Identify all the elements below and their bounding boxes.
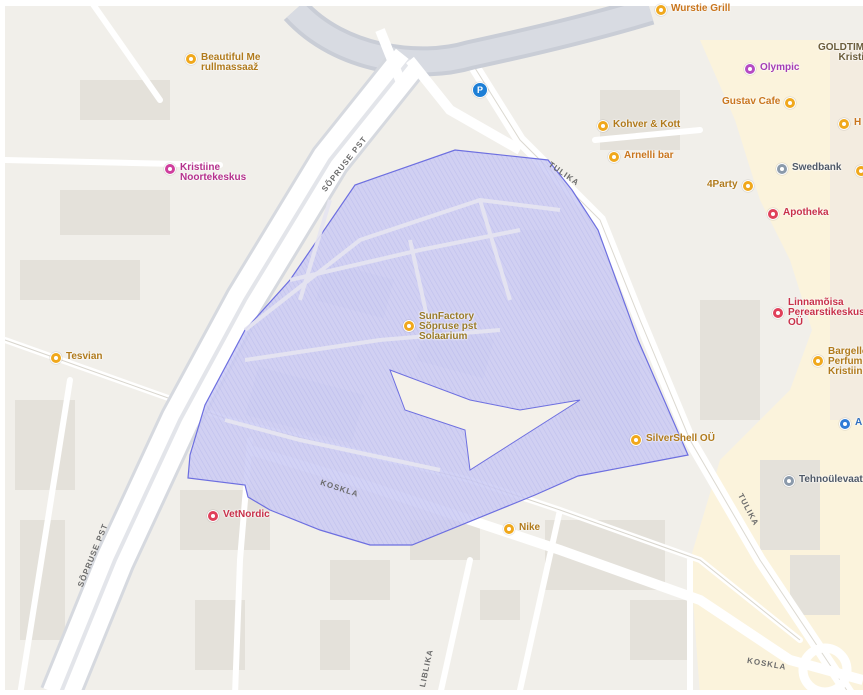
- poi-kohver-kott[interactable]: Kohver & Kott: [597, 120, 680, 132]
- poi-label: Bargello Perfume Kristiine: [828, 346, 863, 377]
- poi-label: 4Party: [707, 179, 738, 190]
- info-icon: [839, 418, 851, 430]
- bar-icon: [608, 151, 620, 163]
- poi-tehnoulevaatus[interactable]: Tehnoülevaatus: [783, 475, 863, 487]
- poi-label: Arnelli bar: [624, 150, 674, 161]
- poi-beautiful-me[interactable]: Beautiful Me rullmassaaž: [185, 53, 260, 73]
- parking-icon[interactable]: P: [472, 82, 488, 98]
- poi-4party[interactable]: 4Party: [707, 180, 754, 192]
- spa-icon: [185, 53, 197, 65]
- medical-icon: [772, 307, 784, 319]
- poi-linnamoisa[interactable]: Linnamõisa Perearstikeskus OÜ: [772, 298, 863, 328]
- bank-icon: [776, 163, 788, 175]
- casino-icon: [744, 63, 756, 75]
- poi-label: GOLDTIM Kristi: [818, 42, 863, 63]
- vet-icon: [207, 510, 219, 522]
- poi-tesvian[interactable]: Tesvian: [50, 352, 103, 364]
- left-frame: [0, 0, 5, 695]
- poi-label: Linnamõisa Perearstikeskus OÜ: [788, 297, 863, 328]
- poi-kristiine-noortekeskus[interactable]: Kristiine Noortekeskus: [164, 163, 246, 183]
- restaurant-icon: [655, 4, 667, 16]
- top-frame: [0, 0, 863, 6]
- poi-label: Wurstie Grill: [671, 3, 731, 14]
- poi-sunfactory[interactable]: SunFactory Sõpruse pst Solaarium: [403, 312, 477, 342]
- shop-icon: [812, 355, 824, 367]
- parking-label: P: [476, 85, 483, 95]
- poi-apotheka[interactable]: Apotheka: [767, 208, 829, 220]
- poi-label: VetNordic: [223, 509, 270, 520]
- pharmacy-icon: [767, 208, 779, 220]
- service-icon: [783, 475, 795, 487]
- shop-icon: [503, 523, 515, 535]
- shop-icon: [630, 434, 642, 446]
- cafe-icon: [784, 97, 797, 109]
- shop-icon: [838, 118, 850, 130]
- poi-wurstie-grill[interactable]: Wurstie Grill: [655, 4, 730, 16]
- shop-icon: [855, 165, 863, 177]
- poi-h[interactable]: H: [838, 118, 861, 130]
- shop-icon: [597, 120, 609, 132]
- poi-label: Kohver & Kott: [613, 119, 681, 130]
- poi-label: Swedbank: [792, 162, 842, 173]
- poi-label: Tesvian: [66, 351, 103, 362]
- poi-label: Olympic: [760, 62, 800, 73]
- poi-a[interactable]: A: [839, 418, 862, 430]
- poi-label: SilverShell OÜ: [646, 433, 715, 444]
- poi-label: Kristiine Noortekeskus: [180, 162, 247, 183]
- community-icon: [164, 163, 176, 175]
- poi-bargello[interactable]: Bargello Perfume Kristiine: [812, 347, 863, 377]
- shop-icon: [50, 352, 62, 364]
- poi-label: Apotheka: [783, 207, 829, 218]
- poi-label: Nike: [519, 522, 541, 533]
- poi-silvershell[interactable]: SilverShell OÜ: [630, 434, 715, 446]
- poi-label: Beautiful Me rullmassaaž: [201, 52, 261, 73]
- poi-swedbank[interactable]: Swedbank: [776, 163, 841, 175]
- poi-vetnordic[interactable]: VetNordic: [207, 510, 270, 522]
- poi-label: SunFactory Sõpruse pst Solaarium: [419, 311, 477, 342]
- poi-nike[interactable]: Nike: [503, 523, 540, 535]
- poi-label: H: [854, 117, 862, 128]
- poi-arnelli-bar[interactable]: Arnelli bar: [608, 151, 673, 163]
- poi-olympic[interactable]: Olympic: [744, 63, 799, 75]
- poi-label: Gustav Cafe: [722, 96, 781, 107]
- spa-icon: [403, 320, 415, 332]
- poi-gustav-cafe[interactable]: Gustav Cafe: [722, 96, 797, 109]
- poi-goldtime[interactable]: GOLDTIM Kristi: [818, 43, 863, 63]
- poi-label: Tehnoülevaatus: [799, 474, 863, 485]
- poi-label: A: [855, 417, 863, 428]
- shop-icon: [741, 180, 754, 192]
- poi-edge-shop[interactable]: [855, 165, 863, 177]
